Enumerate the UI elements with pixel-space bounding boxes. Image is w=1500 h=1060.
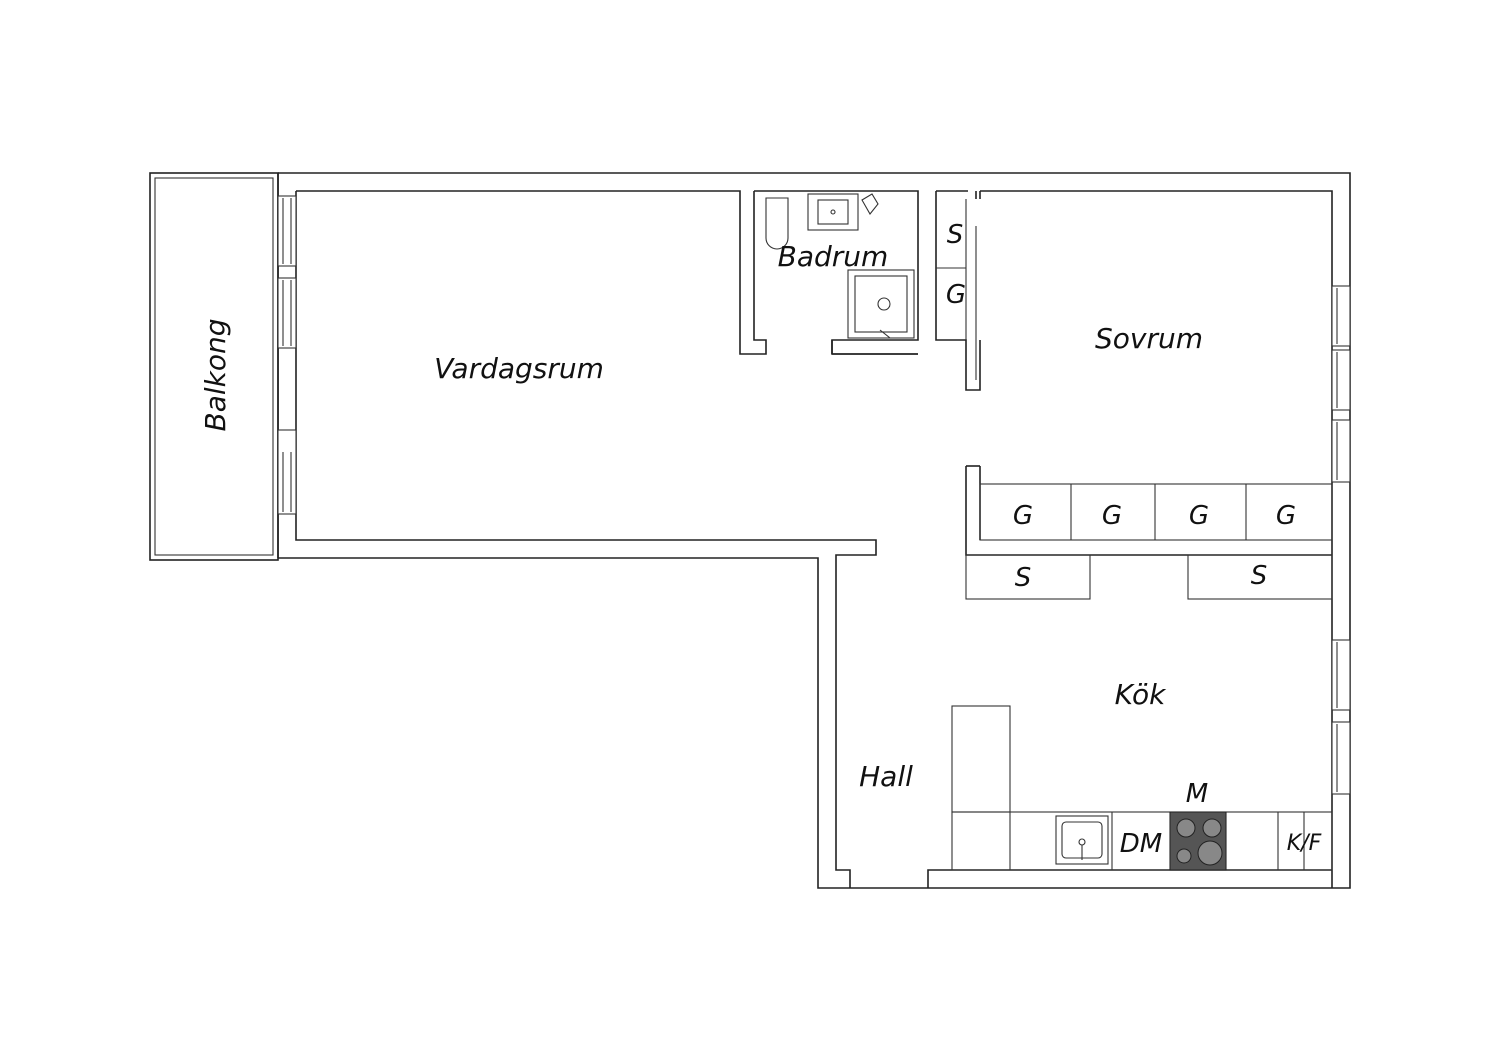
shower-icon (847, 269, 915, 339)
room-label-badrum: Badrum (778, 240, 889, 273)
bathroom (754, 190, 919, 355)
kitchen-sink-icon (1055, 815, 1109, 865)
hall-storage-label-left: S (1015, 563, 1032, 593)
room-label-vardagsrum: Vardagsrum (434, 352, 604, 385)
tap-icon (861, 193, 879, 215)
left-windows (277, 195, 297, 515)
hall-storage-label-right: S (1251, 561, 1268, 591)
right-windows (1331, 285, 1351, 795)
kitchen-counter (951, 705, 1333, 871)
wardrobe-label: G (1013, 501, 1033, 531)
dishwasher-label: DM (1120, 829, 1162, 859)
hall-storage (965, 554, 1333, 600)
room-label-kok: Kök (1115, 678, 1167, 711)
room-label-hall: Hall (859, 760, 913, 793)
wardrobe-label: G (1102, 501, 1122, 531)
microwave-label: M (1186, 779, 1208, 809)
fridge-freezer-label: K/F (1287, 831, 1322, 856)
room-label-balkong: Balkong (199, 318, 232, 431)
closet-label-s: S (947, 220, 964, 250)
sink-icon (807, 193, 859, 231)
toilet-icon (765, 197, 789, 250)
wardrobe-label: G (1276, 501, 1296, 531)
room-label-sovrum: Sovrum (1095, 322, 1203, 355)
closet-label-g: G (946, 280, 966, 310)
wardrobe-label: G (1189, 501, 1209, 531)
bedroom-closet (935, 190, 981, 391)
stove-icon (1169, 811, 1227, 871)
